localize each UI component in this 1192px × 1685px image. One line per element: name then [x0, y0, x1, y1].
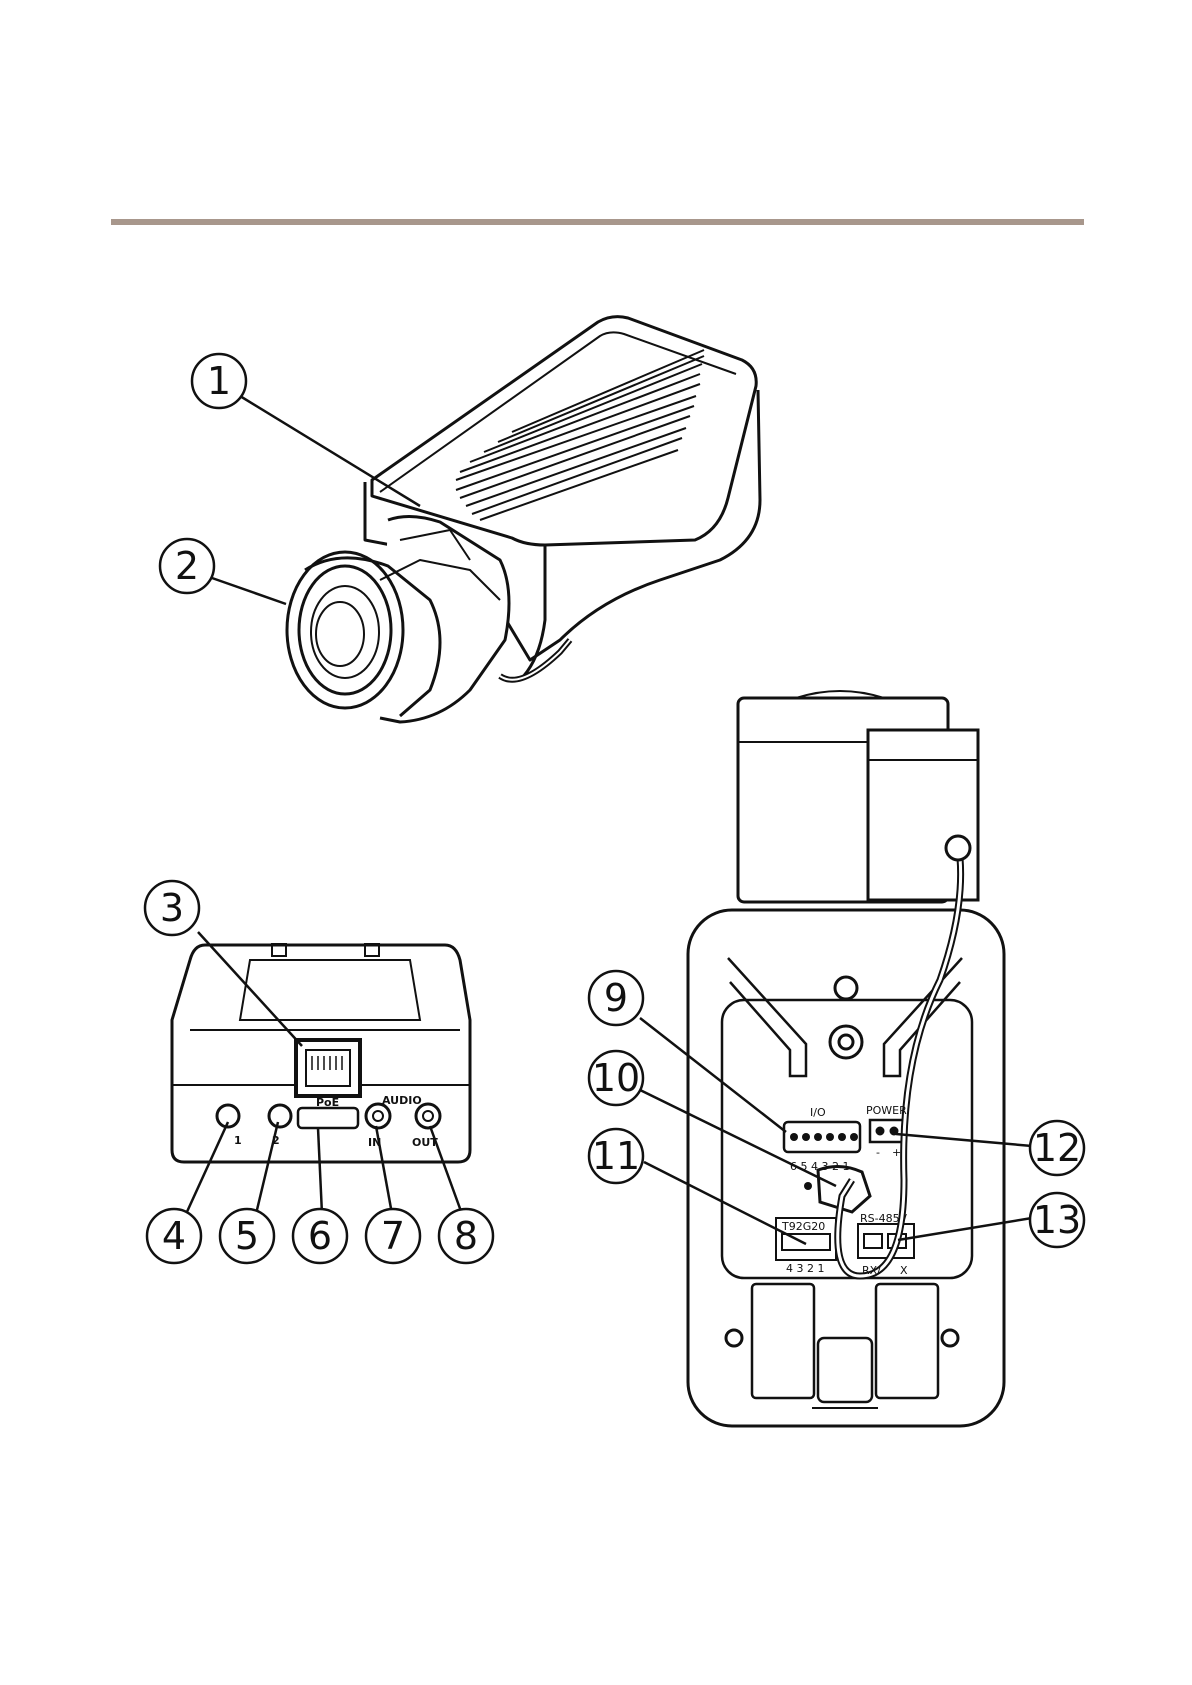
callout-4: 4 — [162, 1214, 186, 1258]
rxtx-tail-label: X — [900, 1264, 908, 1277]
callout-11: 11 — [592, 1134, 640, 1178]
rxtx-label: RX/ — [862, 1264, 881, 1277]
power-label: POWER — [866, 1104, 907, 1117]
callout-10: 10 — [592, 1056, 640, 1100]
callout-1: 1 — [207, 359, 231, 403]
io-label: I/O — [810, 1106, 826, 1119]
callout-12: 12 — [1033, 1126, 1081, 1170]
callout-8: 8 — [454, 1214, 478, 1258]
callout-13: 13 — [1033, 1198, 1081, 1242]
callout-5: 5 — [235, 1214, 259, 1258]
power-minus-label: - — [876, 1146, 880, 1159]
camera-perspective-view — [287, 317, 760, 722]
callout-9: 9 — [604, 976, 628, 1020]
callout-3: 3 — [160, 886, 184, 930]
rs485-label: RS-485 / — [860, 1212, 907, 1225]
model-pins-label: 4 3 2 1 — [786, 1262, 824, 1275]
poe-label: PoE — [316, 1096, 339, 1109]
model-label: T92G20 — [781, 1220, 825, 1233]
camera-front-connector-view — [172, 944, 470, 1162]
camera-rear-view — [688, 691, 1004, 1426]
power-plus-label: + — [892, 1146, 901, 1159]
audio-label: AUDIO — [382, 1094, 422, 1107]
callout-2: 2 — [175, 544, 199, 588]
input1-label: 1 — [234, 1134, 242, 1147]
callout-6: 6 — [308, 1214, 332, 1258]
callout-7: 7 — [381, 1214, 405, 1258]
